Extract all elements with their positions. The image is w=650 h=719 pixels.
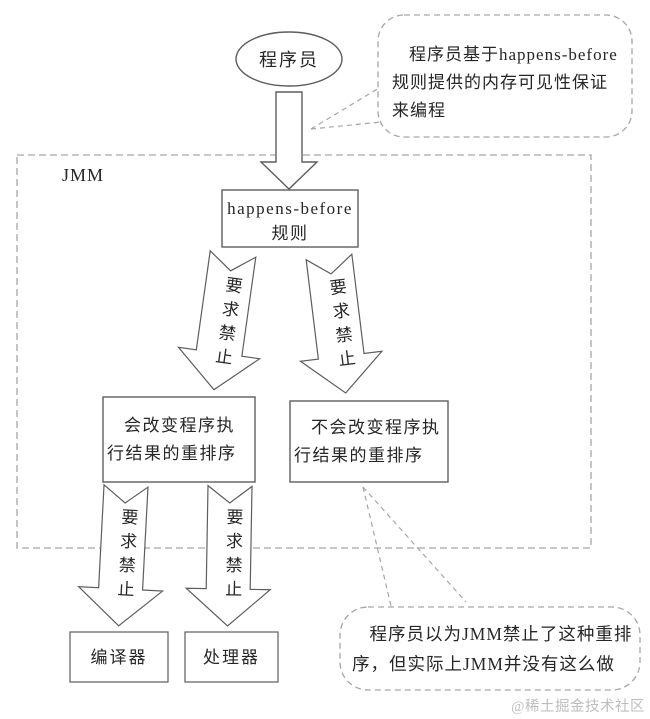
will-change-result-text: 会改变程序执 行结果的重排序: [107, 412, 253, 468]
require-forbid-arrow-upper-right: [298, 252, 384, 394]
bottom-callout-text: 程序员以为JMM禁止了这种重排 序，但实际上JMM并没有这么做: [352, 619, 638, 679]
programmer-label: 程序员: [259, 50, 319, 70]
jmm-dashed-box: [16, 154, 592, 549]
require-forbid-arrow-lower-right: [184, 484, 272, 627]
bottom-callout-tail-line-right: [362, 486, 467, 603]
bottom-callout-tail-line-left: [362, 486, 392, 607]
compiler-box: [69, 631, 169, 683]
will-change-result-box: [102, 396, 256, 483]
top-callout-tail-line-upper: [310, 87, 380, 130]
require-forbid-arrow-upper-left: [177, 249, 262, 391]
happens-before-line-1: happens-before: [227, 199, 353, 218]
bottom-callout-line-1: 程序员以为JMM禁止了这种重排: [369, 624, 633, 644]
jmm-label: JMM: [62, 165, 105, 185]
require-forbid-label-lower-right: 要求禁止: [221, 507, 243, 605]
will-change-line-2: 行结果的重排序: [107, 444, 237, 463]
wont-change-result-box: [289, 400, 449, 483]
top-callout-tail-line-lower: [310, 120, 392, 130]
watermark: @稀土掘金技术社区: [511, 699, 645, 715]
require-forbid-label-lower-left: 要求禁止: [113, 507, 138, 605]
top-callout-text: 程序员基于happens-before 规则提供的内存可见性保证 来编程: [392, 41, 628, 125]
happens-before-rule-box: [221, 189, 359, 248]
bottom-callout-line-2: 序，但实际上JMM并没有这么做: [352, 654, 615, 674]
happens-before-line-2: 规则: [271, 224, 309, 243]
programmer-ellipse: [235, 31, 343, 87]
bottom-callout-bubble: [339, 606, 641, 691]
top-callout-line-2: 规则提供的内存可见性保证: [392, 73, 608, 92]
wont-change-line-2: 行结果的重排序: [294, 446, 424, 465]
top-callout-line-1: 程序员基于happens-before: [409, 45, 618, 64]
top-callout-line-3: 来编程: [392, 101, 446, 120]
require-forbid-arrow-lower-left: [77, 483, 165, 627]
programmer-to-jmm-arrow: [259, 91, 319, 190]
wont-change-line-1: 不会改变程序执: [311, 418, 441, 437]
happens-before-rule-text: happens-before 规则: [222, 196, 358, 246]
will-change-line-1: 会改变程序执: [124, 416, 235, 435]
wont-change-result-text: 不会改变程序执 行结果的重排序: [294, 414, 446, 470]
processor-label: 处理器: [203, 648, 260, 667]
top-callout-bubble: [377, 14, 633, 138]
processor-box: [184, 631, 279, 683]
compiler-label: 编译器: [90, 648, 148, 667]
